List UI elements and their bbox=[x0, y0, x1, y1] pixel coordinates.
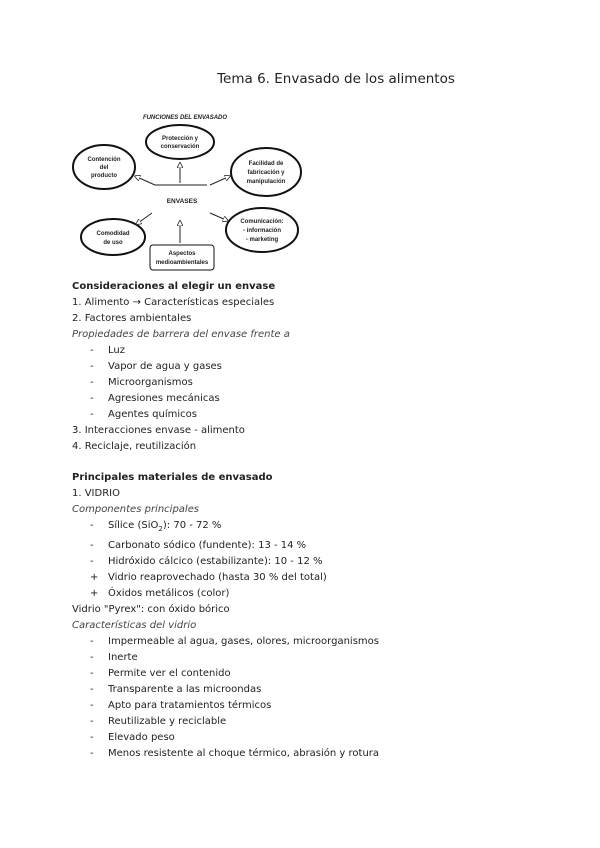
list-item: -Carbonato sódico (fundente): 13 - 14 % bbox=[90, 540, 307, 552]
node-label: de uso bbox=[103, 240, 123, 246]
list-item: -Microorganismos bbox=[90, 376, 193, 388]
list-item: -Elevado peso bbox=[90, 731, 175, 743]
node-label: Contención bbox=[88, 157, 121, 163]
section-heading: Consideraciones al elegir un envase bbox=[72, 281, 276, 292]
text-line: 4. Reciclaje, reutilización bbox=[72, 440, 197, 452]
text-line: 3. Interacciones envase - alimento bbox=[72, 424, 245, 436]
list-item: +Vidrio reaprovechado (hasta 30 % del to… bbox=[90, 572, 327, 584]
node-proteccion bbox=[145, 124, 215, 160]
subheading: Propiedades de barrera del envase frente… bbox=[72, 328, 290, 340]
node-aspectos bbox=[149, 244, 215, 271]
node-label: Aspectos bbox=[168, 251, 196, 257]
node-facilidad bbox=[230, 147, 302, 197]
functions-diagram: FUNCIONES DEL ENVASADO ENVASES Protecció… bbox=[72, 115, 302, 271]
text-line: Vidrio "Pyrex": con óxido bórico bbox=[72, 604, 230, 616]
list-item: -Impermeable al agua, gases, olores, mic… bbox=[90, 636, 379, 648]
list-item: -Permite ver el contenido bbox=[90, 667, 231, 679]
list-item: -Luz bbox=[90, 344, 125, 356]
node-label: Comunicación: bbox=[240, 219, 283, 225]
list-item: -Agentes químicos bbox=[90, 408, 197, 420]
node-label: medioambientales bbox=[156, 260, 209, 266]
node-label: del bbox=[100, 165, 109, 171]
arrow-left bbox=[137, 177, 156, 186]
list-item: -Menos resistente al choque térmico, abr… bbox=[90, 747, 380, 759]
node-label: fabricación y bbox=[247, 170, 285, 176]
node-comodidad bbox=[80, 218, 146, 256]
node-label: Facilidad de bbox=[249, 161, 284, 167]
list-item: -Reutilizable y reciclable bbox=[90, 715, 227, 727]
list-item: -Hidróxido cálcico (estabilizante): 10 -… bbox=[90, 556, 323, 568]
document-body: Consideraciones al elegir un envase 1. A… bbox=[72, 279, 572, 762]
arrow-down-left bbox=[138, 212, 153, 223]
node-label: - información bbox=[243, 228, 281, 234]
node-comunicacion bbox=[225, 207, 299, 253]
list-item: -Vapor de agua y gases bbox=[90, 360, 222, 372]
node-label: Comodidad bbox=[97, 231, 130, 237]
list-item: +Óxidos metálicos (color) bbox=[90, 588, 230, 600]
list-item: -Inerte bbox=[90, 651, 138, 663]
list-item: -Sílice (SiO2): 70 - 72 % bbox=[90, 520, 222, 534]
list-item: -Apto para tratamientos térmicos bbox=[90, 699, 272, 711]
node-label: manipulación bbox=[247, 179, 286, 185]
section-heading: Principales materiales de envasado bbox=[72, 472, 273, 484]
diagram-center: ENVASES bbox=[167, 198, 198, 205]
node-label: - marketing bbox=[246, 237, 279, 243]
node-contencion bbox=[72, 144, 136, 190]
text-line: 2. Factores ambientales bbox=[72, 312, 192, 324]
subheading: Características del vidrio bbox=[72, 620, 197, 632]
node-label: producto bbox=[91, 173, 117, 179]
node-label: conservación bbox=[161, 144, 200, 150]
node-label: Protección y bbox=[162, 136, 199, 142]
diagram-title: FUNCIONES DEL ENVASADO bbox=[143, 115, 227, 121]
subheading: Componentes principales bbox=[72, 504, 200, 516]
arrow-right bbox=[209, 177, 228, 186]
page-title: Tema 6. Envasado de los alimentos bbox=[217, 71, 455, 87]
text-line: 1. Alimento → Características especiales bbox=[72, 296, 275, 308]
list-item: -Agresiones mecánicas bbox=[90, 392, 220, 404]
text-line: 1. VIDRIO bbox=[72, 488, 120, 500]
list-item: -Transparente a las microondas bbox=[90, 683, 262, 695]
arrow-down-right bbox=[209, 212, 226, 220]
